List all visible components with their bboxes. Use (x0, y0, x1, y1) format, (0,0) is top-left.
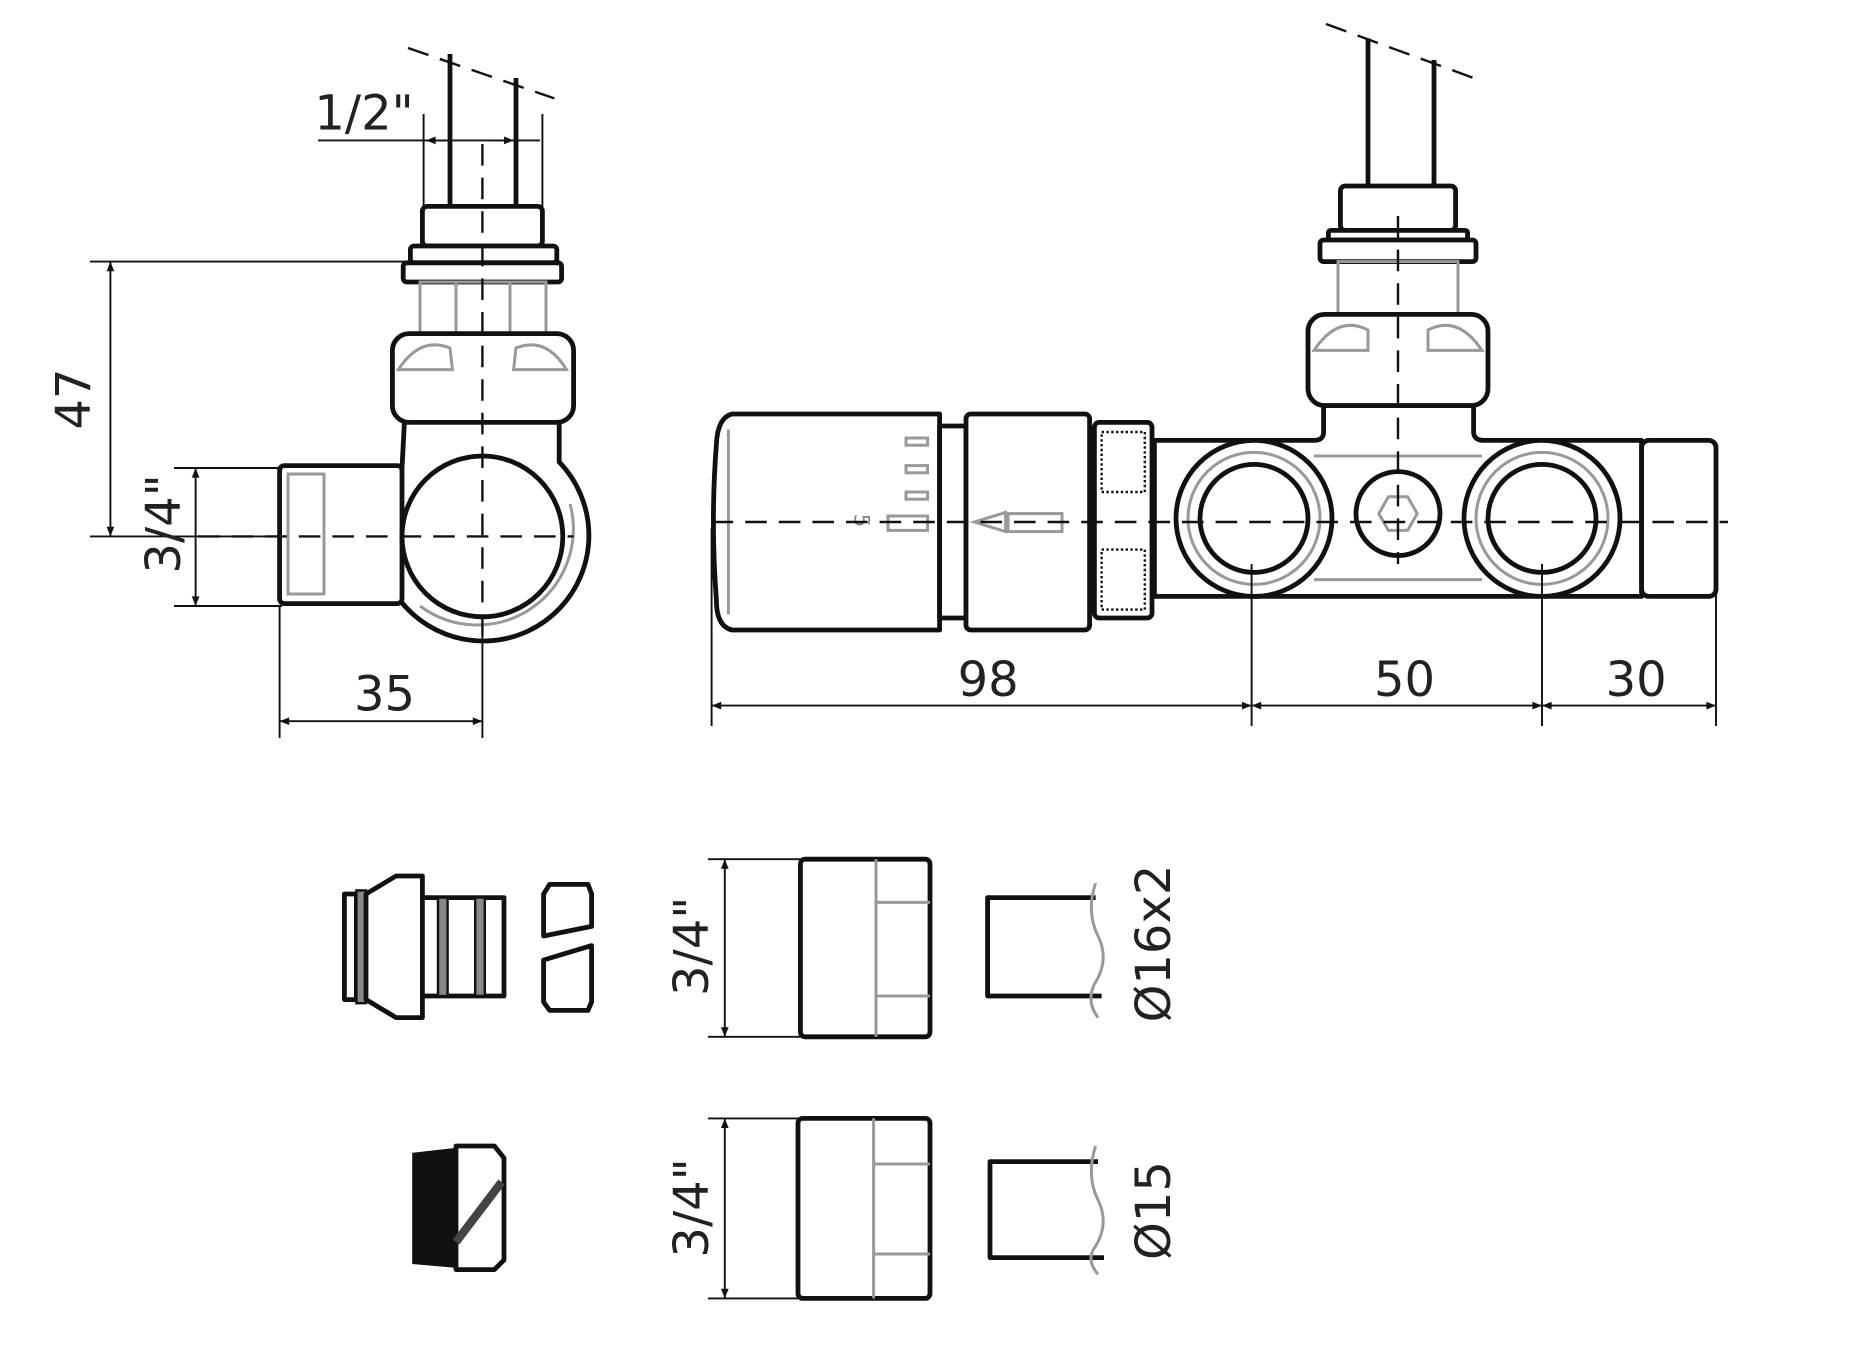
head-marking: 5 (848, 514, 873, 528)
dim-spacing: 50 (1374, 652, 1435, 708)
fitting-1-thread: 3/4" (664, 897, 720, 996)
side-view: 1/2" 47 3/4" 35 (46, 46, 592, 738)
dim-length-head: 98 (958, 652, 1019, 708)
fitting-1-pipe: Ø16x2 (1126, 865, 1182, 1023)
dim-inlet-thread: 3/4" (136, 474, 192, 573)
dim-side-width: 35 (354, 666, 415, 722)
dim-pipe-thread: 1/2" (314, 86, 413, 142)
dim-cap-length: 30 (1606, 652, 1667, 708)
fitting-2-thread: 3/4" (664, 1158, 720, 1257)
front-view: 5 98 50 30 (710, 22, 1728, 726)
dim-height: 47 (46, 369, 102, 430)
fitting-copper: 3/4" Ø15 (412, 1115, 1182, 1301)
fitting-2-pipe: Ø15 (1126, 1161, 1182, 1260)
fitting-pex: 3/4" Ø16x2 (342, 856, 1182, 1040)
